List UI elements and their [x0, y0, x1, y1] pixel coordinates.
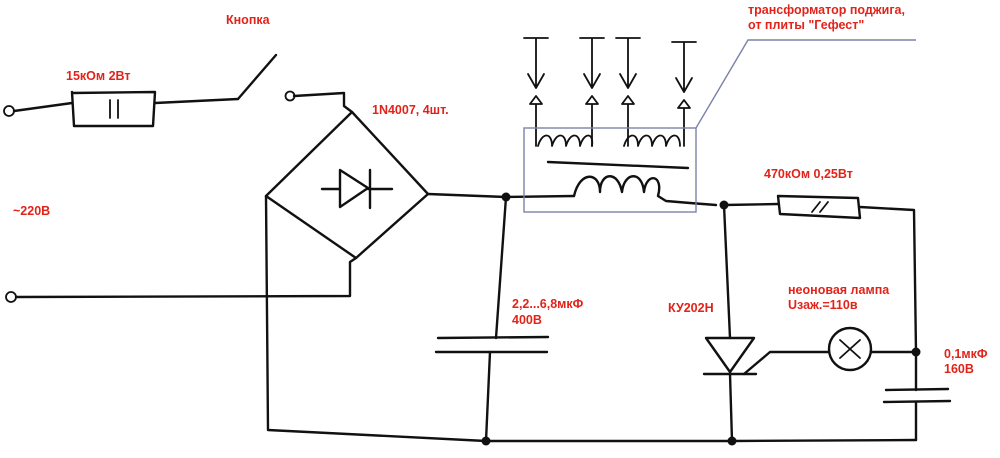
wire-input-top: [12, 101, 74, 113]
resistor-470k-mark: [811, 201, 829, 213]
diode-bridge-label: 1N4007, 4шт.: [372, 103, 449, 117]
cap-small-label-line1: 0,1мкФ: [944, 347, 988, 361]
wire-resistor-470k-right: [858, 205, 918, 354]
resistor-470k-label: 470кОм 0,25Вт: [764, 167, 853, 181]
neon-lamp-label-line2: Uзаж.=110в: [788, 298, 858, 312]
wire-input-bottom: [14, 256, 358, 299]
transformer-leader-line: [695, 39, 916, 129]
neon-lamp-cross: [839, 339, 861, 359]
mains-voltage-label: ~220В: [13, 204, 51, 218]
transformer-core: [546, 160, 690, 170]
wire-res-to-switch: [153, 97, 240, 105]
switch-button: [236, 53, 278, 101]
wire-to-resistor-470k: [722, 202, 780, 207]
mains-terminal-bottom: [5, 291, 17, 303]
cap-main-plate-top: [436, 335, 550, 340]
transformer-label-line2: от плиты "Гефест": [748, 18, 865, 32]
transformer-box: [523, 127, 697, 213]
resistor-15k: [70, 90, 157, 128]
resistor-15k-mark: [109, 99, 119, 119]
wire-cap-main-bottom: [484, 350, 492, 443]
cap-main-label-line1: 2,2...6,8мкФ: [512, 297, 584, 311]
electrode-4: [671, 41, 697, 147]
transformer-label-line1: трансформатор поджига,: [748, 3, 905, 17]
electrode-2: [579, 37, 605, 147]
wire-cap-main-top: [494, 195, 508, 340]
wire-bridge-right: [426, 192, 508, 199]
cap-small-plate-top: [884, 387, 950, 392]
electrode-3: [615, 37, 641, 147]
electrode-1: [523, 37, 549, 147]
thyristor-label: КУ202Н: [668, 301, 714, 315]
neon-lamp: [827, 326, 873, 372]
button-label: Кнопка: [226, 13, 270, 27]
wire-thyristor-gate: [742, 350, 830, 376]
neon-lamp-label-line1: неоновая лампа: [788, 283, 890, 297]
diode-bridge: [264, 110, 430, 260]
transformer-primary-coil: [572, 175, 718, 207]
resistor-470k: [776, 194, 862, 220]
resistor-15k-label: 15кОм 2Вт: [66, 69, 131, 83]
wire-bottom-rail: [484, 438, 918, 443]
wire-bridge-left: [264, 194, 488, 443]
transformer-secondary-coil: [537, 134, 681, 147]
thyristor-symbol: [702, 336, 758, 376]
wire-switch-to-bridge: [292, 91, 354, 114]
bridge-diode-symbol: [320, 168, 394, 210]
wire-thyristor-top: [722, 203, 732, 340]
wire-thyristor-bottom: [728, 372, 734, 443]
cap-small-label-line2: 160В: [944, 362, 974, 376]
mains-terminal-top: [3, 105, 15, 117]
wire-to-primary: [504, 194, 576, 199]
cap-main-label-line2: 400В: [512, 313, 542, 327]
